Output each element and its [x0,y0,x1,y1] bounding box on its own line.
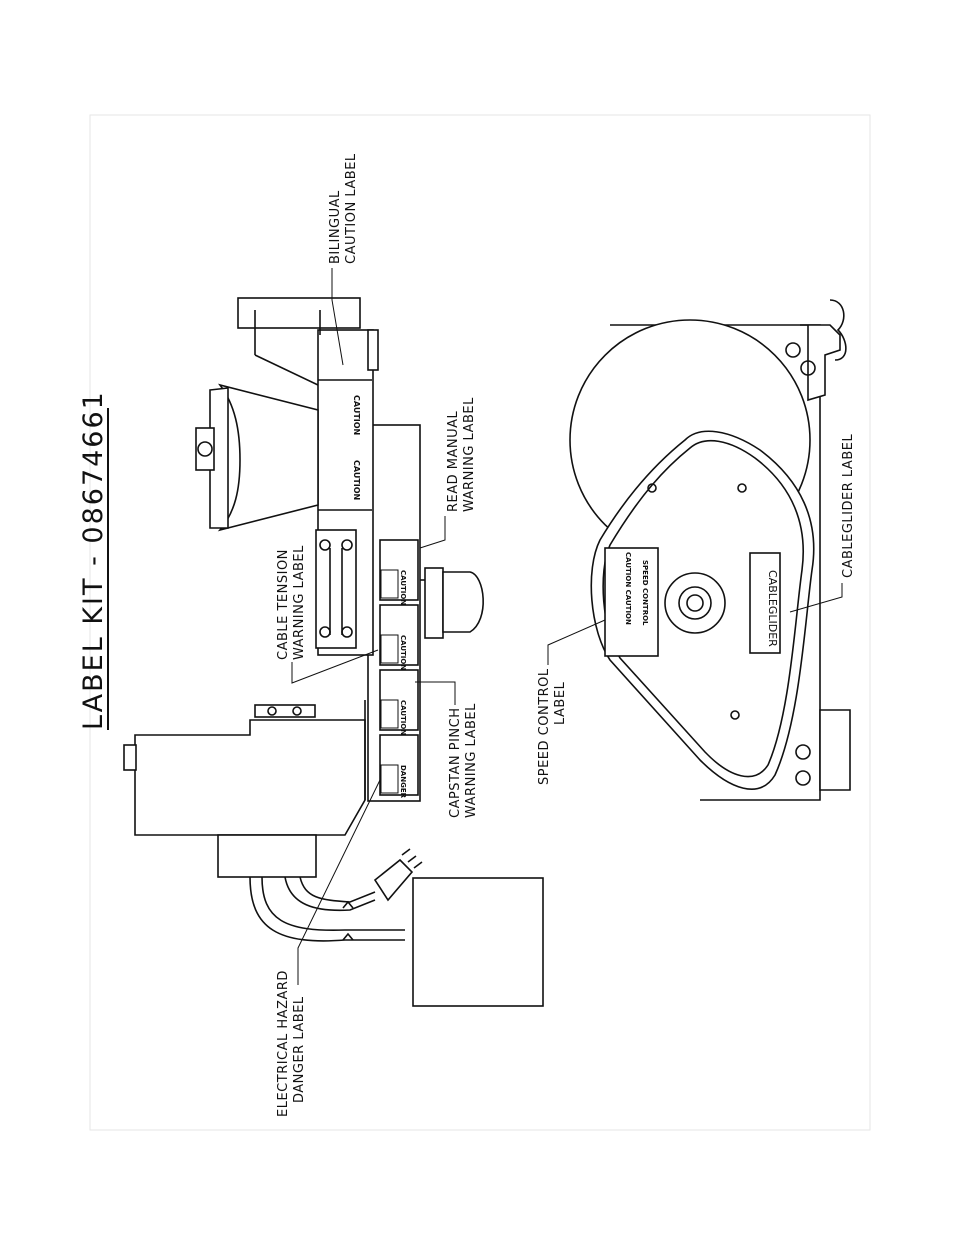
control-box [412,877,544,1007]
mount-bolt [795,744,811,760]
decal [380,699,399,729]
callout-bilingual-line2: CAUTION LABEL [344,153,359,264]
cableglider-assembly: CAUTION CAUTION SPEED CONTROL CABLEGLIDE… [569,299,851,801]
decal [380,634,399,664]
knob-nut [686,594,704,612]
cord-break-marks [342,900,354,941]
leader-lines [291,268,843,985]
callout-read-manual-line2: WARNING LABEL [462,397,477,512]
speed-knob [664,572,726,634]
drum-flange [209,387,229,529]
cableglider-decal-text: CABLEGLIDER [766,570,779,647]
callout-cable-tension-line1: CABLE TENSION [276,549,291,660]
cover-screw [737,483,747,493]
leader-electrical [297,779,381,985]
tube-end-bolt [367,329,379,371]
leader-bilingual [331,268,344,366]
drum-hub [195,427,215,471]
callout-speed-control-line2: LABEL [553,681,568,725]
mount-bracket [254,704,316,718]
guide-bolt [319,539,331,551]
cover-inner-edge [602,440,804,778]
decal [380,569,399,599]
bracket-bolt [292,706,302,716]
mount-bolt [800,360,816,376]
guide-bolt [319,626,331,638]
callout-bilingual-line1: BILINGUAL [328,190,343,264]
power-cord-upper-b [299,876,376,903]
guide-bolt [341,539,353,551]
cable-guide [315,529,357,649]
leader-cable-tension [291,649,379,684]
power-cord-upper [284,876,376,912]
winch-assembly: CAUTION CAUTION CAUTION DANGER CAUTION C… [123,297,544,1007]
power-cord-lower-b [261,876,405,931]
cover-screw [730,710,740,720]
tube-caution-text: CAUTION [352,395,361,435]
right-bottom-bracket [819,709,851,791]
callout-capstan-pinch-line1: CAPSTAN PINCH [448,708,463,819]
callout-cableglider: CABLEGLIDER LABEL [841,434,856,578]
capstan-drum [217,383,319,532]
power-cord-lower [249,876,405,942]
decal-slot [379,604,419,666]
decal-slot [379,669,419,731]
hook-latch [829,299,847,361]
leader-speed-control [547,619,606,665]
bracket-brace [254,354,319,386]
motor-gearbox [134,719,366,836]
decal-caution-text: CAUTION [399,635,407,670]
bracket-bolt [267,706,277,716]
callout-cable-tension-line2: WARNING LABEL [292,545,307,660]
hub-nut [197,441,213,457]
plug-prongs [401,848,423,869]
speed-control-decal [604,547,659,657]
shaft-knob [442,571,484,633]
callout-labels: BILINGUAL CAUTION LABEL READ MANUAL WARN… [276,153,856,1117]
right-top-bracket [800,324,841,402]
page-title: LABEL KIT - 08674661 [78,390,109,730]
decal-slot [379,734,419,796]
callout-read-manual-line1: READ MANUAL [446,410,461,512]
speed-decal-line2: SPEED CONTROL [641,560,649,626]
knob-center [678,586,712,620]
mount-bolt [785,342,801,358]
decal-caution-text: CAUTION [399,700,407,735]
mount-bolt [795,770,811,786]
guide-bolt [341,626,353,638]
gearbox-cap [123,744,137,771]
shaft-coupling [424,567,444,639]
top-bracket [237,297,361,329]
page-title-group: LABEL KIT - 08674661 [78,390,109,730]
tube-caution-text: CAUTION [352,460,361,500]
cover-screw [647,483,657,493]
leader-cableglider [789,583,843,613]
motor-housing [217,834,317,878]
decal-slot [379,539,419,601]
side-plate [367,424,421,802]
decal [380,764,399,794]
callout-speed-control-line1: SPEED CONTROL [537,668,552,785]
speed-decal-line1: CAUTION CAUTION [624,552,632,625]
leader-capstan-pinch [415,681,456,705]
decal-danger-text: DANGER [399,765,407,799]
leader-read-manual [419,516,446,549]
page-border [89,114,871,1131]
decal-caution-text: CAUTION [399,570,407,605]
callout-electrical-line1: ELECTRICAL HAZARD [276,970,291,1117]
callout-capstan-pinch-line2: WARNING LABEL [464,703,479,818]
callout-electrical-line2: DANGER LABEL [292,996,307,1103]
cableglider-decal [749,552,781,654]
decal-slots: CAUTION CAUTION CAUTION DANGER [379,539,419,799]
power-plug [373,858,414,902]
